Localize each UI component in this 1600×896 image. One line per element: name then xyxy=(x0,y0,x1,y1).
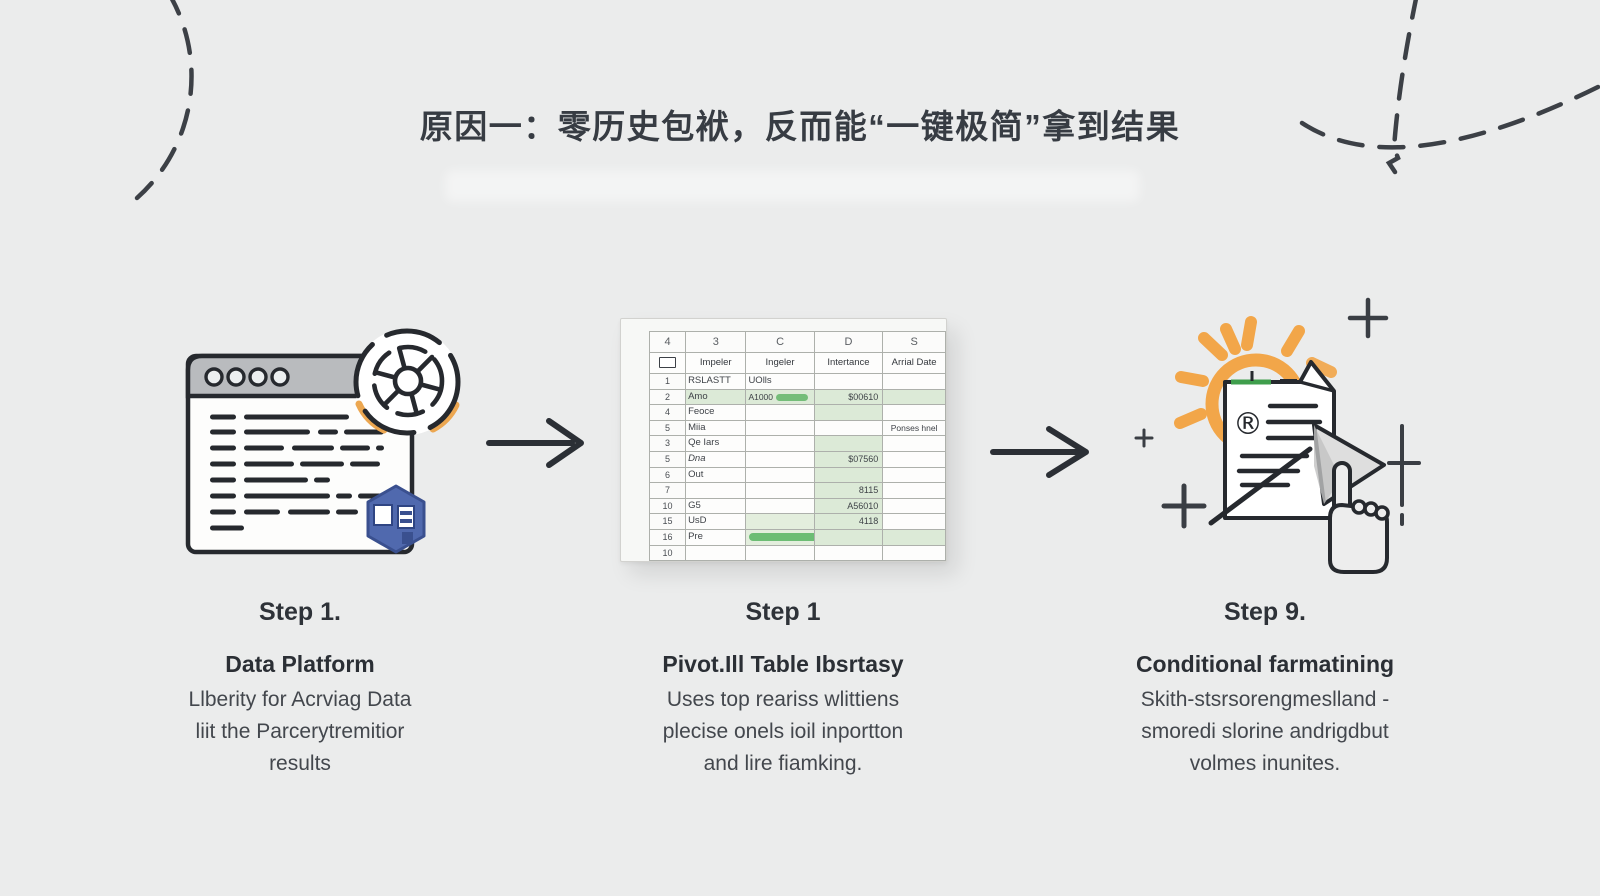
step-1-line: results xyxy=(269,752,331,775)
sheet-cell xyxy=(813,528,884,546)
step-2-line: plecise onels ioil inportton xyxy=(662,720,904,743)
sheet-cell xyxy=(813,466,884,484)
step-1-heading: Data Platform xyxy=(225,651,375,677)
globe-badge-icon xyxy=(353,328,461,436)
step-2-heading: Pivot.Ill Table Ibsrtasy xyxy=(662,651,904,677)
page-title: 原因一：零历史包袱，反而能“一键极简”拿到结果 xyxy=(419,108,1181,145)
slash-line xyxy=(1208,446,1313,526)
selection-box-icon xyxy=(659,356,677,368)
step-2-line: and lire fiamking. xyxy=(703,752,863,775)
step-3-line: Skith-stsrsorengmeslland - xyxy=(1140,688,1390,711)
sheet-column-header: Arrial Date xyxy=(882,352,946,374)
green-bar-icon xyxy=(749,533,814,542)
sheet-cell xyxy=(882,388,946,406)
sheet-row-number: 10 xyxy=(648,544,687,562)
dashed-arc-top-right-vertical xyxy=(1385,0,1419,175)
sheet-corner-cell xyxy=(648,352,687,374)
step-1-text-block: Step 1. Data Platform Llberity for Acrvi… xyxy=(120,598,480,780)
cross-icon-right xyxy=(1387,424,1421,526)
sheet-cell xyxy=(882,544,946,562)
sheet-col-letter: C xyxy=(745,331,815,353)
sheet-col-letter: 4 xyxy=(648,331,687,353)
window-text-lines xyxy=(210,414,384,531)
arrow-icon-2 xyxy=(990,426,1089,478)
plus-icon-small xyxy=(1134,428,1154,448)
sheet-row-number: 15 xyxy=(648,513,687,530)
sheet-cell: $07560 xyxy=(813,450,884,468)
plus-icon-bottom-left xyxy=(1161,483,1207,529)
step-1-line: Llberity for Acrviag Data xyxy=(188,688,412,711)
sheet-row-number: 7 xyxy=(648,482,687,499)
document-icon: ® xyxy=(1208,360,1336,526)
sheet-column-header: Ingeler xyxy=(745,352,815,374)
step-3-line: volmes inunites. xyxy=(1189,752,1341,775)
sheet-row-number: 3 xyxy=(648,435,687,452)
sheet-row-number: 2 xyxy=(648,388,687,406)
sheet-cell: $00610 xyxy=(813,388,884,406)
hand-icon xyxy=(1328,461,1390,574)
step-3-heading: Conditional farmatining xyxy=(1135,651,1395,677)
sheet-cell xyxy=(745,513,815,530)
step-2-text-block: Step 1 Pivot.Ill Table Ibsrtasy Uses top… xyxy=(603,598,963,780)
step-3-text-block: Step 9. Conditional farmatining Skith-st… xyxy=(1085,598,1445,780)
dashed-arc-top-right-shallow xyxy=(1299,83,1600,150)
arrow-icon-1 xyxy=(486,418,584,468)
sheet-row: 10 xyxy=(648,544,946,562)
sheet-cell: A56010 xyxy=(813,497,884,515)
step-2-line: Uses top reariss wlittiens xyxy=(666,688,900,711)
faded-subtitle-bar xyxy=(445,170,1140,202)
sheet-cell xyxy=(882,528,946,546)
plus-icon-top-right xyxy=(1347,297,1389,339)
step-3-line: smoredi slorine andrigdbut xyxy=(1141,720,1389,743)
sheet-row-number: 1 xyxy=(648,373,687,390)
step-1-label: Step 1. xyxy=(259,598,341,626)
registered-mark: ® xyxy=(1233,407,1263,442)
sheet-row-number: 5 xyxy=(648,419,687,437)
sheet-cell xyxy=(813,404,884,421)
data-badge-icon xyxy=(366,484,426,554)
sheet-cell xyxy=(745,544,815,562)
sheet-cell xyxy=(685,544,747,562)
sheet-col-letter: D xyxy=(813,331,884,353)
green-bar-icon xyxy=(776,393,809,401)
step-3-label: Step 9. xyxy=(1224,598,1306,626)
window-buttons-icon xyxy=(204,367,290,387)
sheet-cell xyxy=(745,528,815,546)
step-1-line: liit the Parcerytremitior xyxy=(195,720,405,743)
step-2-label: Step 1 xyxy=(745,598,821,626)
sheet-column-header: Impeler xyxy=(685,352,747,374)
sheet-cell: Amo xyxy=(685,388,747,406)
